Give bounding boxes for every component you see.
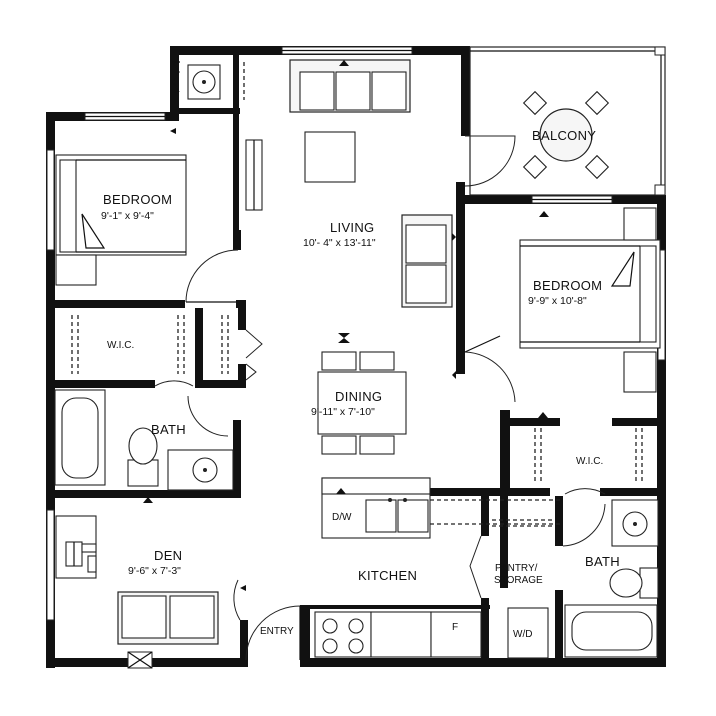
pantry-label: PANTRY/ — [495, 563, 538, 574]
wic-right-label: W.I.C. — [576, 456, 603, 467]
living-furniture — [245, 59, 453, 308]
fridge-label: F — [452, 622, 458, 633]
bath-left-fixtures — [54, 389, 234, 491]
bedroom-right-size: 9'-9" x 10'-8" — [528, 295, 587, 307]
kitchen-label: KITCHEN — [358, 568, 417, 583]
wic-left-label: W.I.C. — [107, 340, 134, 351]
bedroom-right-label: BEDROOM — [533, 278, 602, 293]
bedroom-left-size: 9'-1" x 9'-4" — [101, 210, 154, 222]
balcony-table-icon — [522, 90, 610, 180]
living-size: 10'- 4" x 13'-11" — [303, 237, 376, 249]
interior-walls — [55, 55, 666, 667]
kitchen-fixtures — [245, 477, 560, 661]
den-furniture — [55, 515, 241, 669]
bedroom-left-furniture — [55, 154, 239, 303]
wic-left — [71, 315, 263, 387]
dining-size: 9'-11" x 7'-10" — [311, 406, 375, 418]
den-size: 9'-6" x 7'-3" — [128, 565, 181, 577]
bedroom-left-label: BEDROOM — [103, 192, 172, 207]
balcony — [464, 46, 666, 196]
dining-furniture — [317, 333, 407, 455]
room-labels: BEDROOM 9'-1" x 9'-4" LIVING 10'- 4" x 1… — [101, 128, 620, 640]
wic-right — [534, 428, 643, 495]
utility-closet — [172, 61, 245, 100]
windows — [46, 46, 666, 621]
dishwasher-label: D/W — [332, 512, 352, 523]
bath-right-fixtures — [562, 499, 659, 658]
bath-right-label: BATH — [585, 554, 620, 569]
den-label: DEN — [154, 548, 182, 563]
entry-label: ENTRY — [260, 626, 294, 637]
bath-left-label: BATH — [151, 422, 186, 437]
balcony-label: BALCONY — [532, 128, 596, 143]
storage-label: STORAGE — [494, 575, 543, 586]
living-label: LIVING — [330, 220, 374, 235]
dining-label: DINING — [335, 389, 382, 404]
bedroom-right-furniture — [464, 207, 661, 403]
electrical-markers — [143, 60, 549, 591]
washer-dryer-label: W/D — [513, 629, 532, 640]
